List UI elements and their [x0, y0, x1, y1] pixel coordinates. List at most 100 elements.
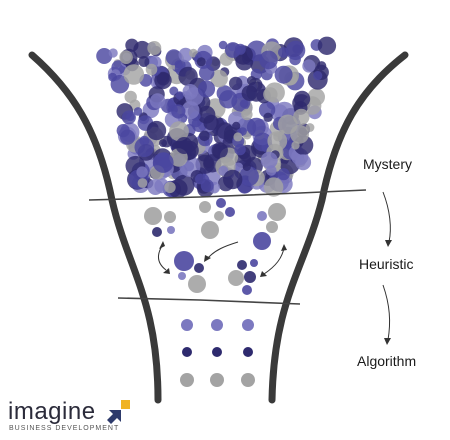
- heuristic-circle: [250, 259, 258, 267]
- mystery-circle: [273, 132, 283, 142]
- mystery-circle: [153, 152, 174, 173]
- algorithm-circle: [241, 373, 255, 387]
- mystery-circle: [147, 179, 164, 195]
- stage-label-mystery: Mystery: [363, 156, 412, 172]
- algorithm-circle: [243, 347, 253, 357]
- arrowhead-cluster-center: [204, 255, 211, 262]
- mystery-circle: [174, 60, 183, 69]
- mystery-circle: [159, 139, 167, 148]
- mystery-circle: [218, 40, 228, 50]
- algorithm-circle: [211, 319, 223, 331]
- mystery-circle: [171, 104, 186, 119]
- arrowhead-cluster-right-top: [281, 244, 287, 251]
- mystery-circle: [264, 82, 285, 103]
- mystery-circle: [175, 137, 193, 154]
- mystery-circle: [203, 158, 214, 169]
- mystery-circle: [317, 36, 337, 55]
- algorithm-circle: [180, 373, 194, 387]
- mystery-circle: [260, 151, 278, 169]
- mystery-circle: [196, 57, 206, 67]
- heuristic-circle: [242, 285, 252, 295]
- heuristic-circle: [237, 260, 247, 270]
- stage-label-algorithm: Algorithm: [357, 353, 417, 369]
- arrowhead-cluster-left-top: [159, 241, 165, 249]
- arrowhead-1: [385, 240, 392, 247]
- mystery-circle: [302, 59, 316, 73]
- mystery-circle: [108, 72, 117, 82]
- mystery-circle: [295, 154, 312, 171]
- heuristic-circle: [164, 211, 176, 223]
- mystery-circle: [136, 166, 148, 178]
- mystery-circle: [116, 124, 130, 138]
- side-flow-arrows: [382, 191, 391, 341]
- mystery-circle: [195, 173, 206, 185]
- mystery-circle: [316, 61, 327, 71]
- mystery-circle: [211, 142, 228, 159]
- mystery-circle: [175, 91, 184, 100]
- arrow-heuristic-to-algorithm: [382, 284, 391, 341]
- circle-group: [96, 36, 337, 387]
- heuristic-circle: [174, 251, 194, 271]
- stage-label-heuristic: Heuristic: [359, 256, 414, 272]
- mystery-circle: [147, 41, 162, 55]
- heuristic-circle: [167, 226, 175, 234]
- mystery-circle: [264, 177, 284, 197]
- mystery-circle: [146, 120, 167, 141]
- arrow-cluster-center: [207, 241, 239, 259]
- heuristic-circle: [178, 272, 186, 280]
- mystery-circle: [203, 114, 219, 131]
- arrowhead-cluster-left-bottom: [163, 268, 170, 274]
- heuristic-circle: [257, 211, 267, 221]
- mystery-circle: [232, 121, 241, 130]
- mystery-circle: [246, 117, 266, 137]
- mystery-circle: [242, 162, 251, 171]
- arrowhead-cluster-right-bottom: [260, 271, 267, 277]
- mystery-circle: [164, 181, 176, 194]
- mystery-circle: [253, 132, 273, 152]
- mystery-circle: [239, 166, 259, 186]
- algorithm-circle: [182, 347, 192, 357]
- mystery-circle: [199, 130, 210, 142]
- mystery-circle: [126, 112, 135, 122]
- logo-tagline: BUSINESS DEVELOPMENT: [9, 425, 120, 432]
- divider-line-bottom: [117, 297, 301, 305]
- side-flow-arrowheads: [384, 240, 392, 345]
- mystery-circle: [199, 65, 215, 81]
- cluster-arrowheads: [159, 241, 287, 277]
- divider-line-top: [88, 189, 367, 201]
- heuristic-circle: [194, 263, 204, 273]
- mystery-circle: [123, 64, 145, 85]
- arrowhead-2: [384, 338, 391, 345]
- algorithm-circle: [242, 319, 254, 331]
- mystery-circle: [263, 112, 273, 123]
- heuristic-circle: [228, 270, 244, 286]
- mystery-circle: [181, 101, 200, 120]
- heuristic-circle: [225, 207, 235, 217]
- heuristic-circle: [266, 221, 278, 233]
- mystery-circle: [133, 40, 152, 59]
- mystery-circle: [124, 90, 137, 104]
- mystery-circle: [291, 141, 300, 150]
- mystery-circle: [285, 40, 306, 61]
- mystery-circle: [138, 56, 150, 67]
- heuristic-circle: [253, 232, 271, 250]
- mystery-circle: [229, 76, 243, 91]
- arrow-mystery-to-heuristic: [382, 191, 391, 243]
- heuristic-circle: [216, 198, 226, 208]
- algorithm-circle: [210, 373, 224, 387]
- mystery-circle: [228, 111, 245, 128]
- mystery-circle: [259, 50, 278, 70]
- heuristic-circle: [244, 271, 256, 283]
- mystery-circle: [305, 123, 315, 132]
- mystery-circle: [137, 178, 148, 188]
- mystery-circle: [241, 85, 258, 101]
- funnel-right-wall: [268, 51, 409, 404]
- heuristic-circle: [152, 227, 162, 237]
- heuristic-circle: [268, 203, 286, 221]
- mystery-circle: [219, 90, 238, 109]
- heuristic-circle: [201, 221, 219, 239]
- arrow-cluster-left: [158, 245, 167, 271]
- mystery-circle: [134, 137, 155, 158]
- mystery-circle: [169, 86, 179, 96]
